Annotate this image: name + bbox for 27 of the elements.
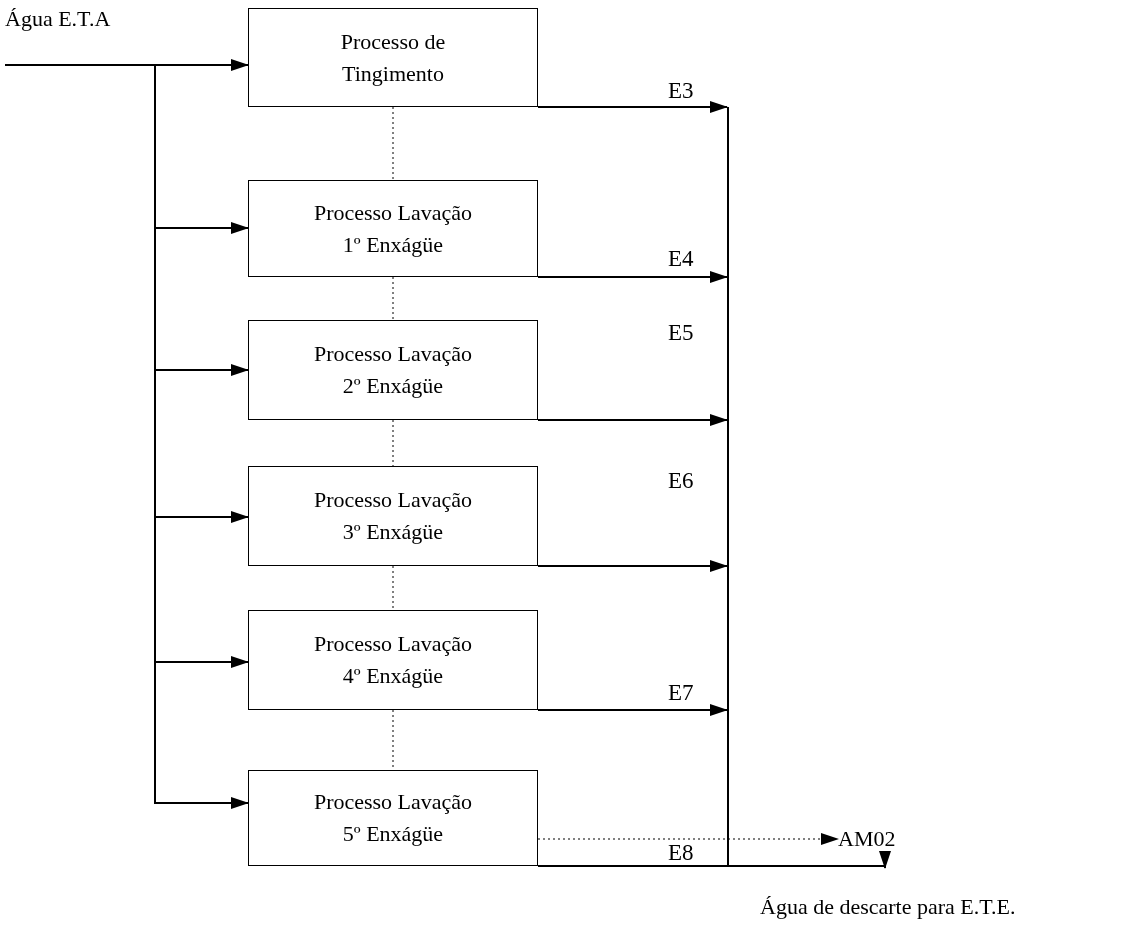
arrow [537,271,728,283]
edge-label: E7 [668,680,694,706]
dotted-line [392,276,394,321]
process-box: Processo de Tingimento [248,8,538,107]
arrow [4,64,249,809]
edge-label: E6 [668,468,694,494]
arrow [537,560,728,572]
dotted-line [537,833,839,845]
process-box: Processo Lavação 2º Enxágüe [248,320,538,420]
arrow [537,414,728,426]
process-box: Processo Lavação 4º Enxágüe [248,610,538,710]
collector-line [727,107,729,867]
node-label: AM02 [838,828,896,850]
edge-label: E4 [668,246,694,272]
node-label: Água de descarte para E.T.E. [760,896,1016,918]
node-label: Água E.T.A [5,8,111,30]
edge-label: E5 [668,320,694,346]
process-box: Processo Lavação 5º Enxágüe [248,770,538,866]
arrow [537,704,728,716]
arrow [537,101,728,113]
arrow [727,851,891,869]
edge-label: E3 [668,78,694,104]
dotted-line [392,565,394,611]
edge-label: E8 [668,840,694,866]
process-box: Processo Lavação 3º Enxágüe [248,466,538,566]
dotted-line [392,106,394,181]
process-box: Processo Lavação 1º Enxágüe [248,180,538,277]
